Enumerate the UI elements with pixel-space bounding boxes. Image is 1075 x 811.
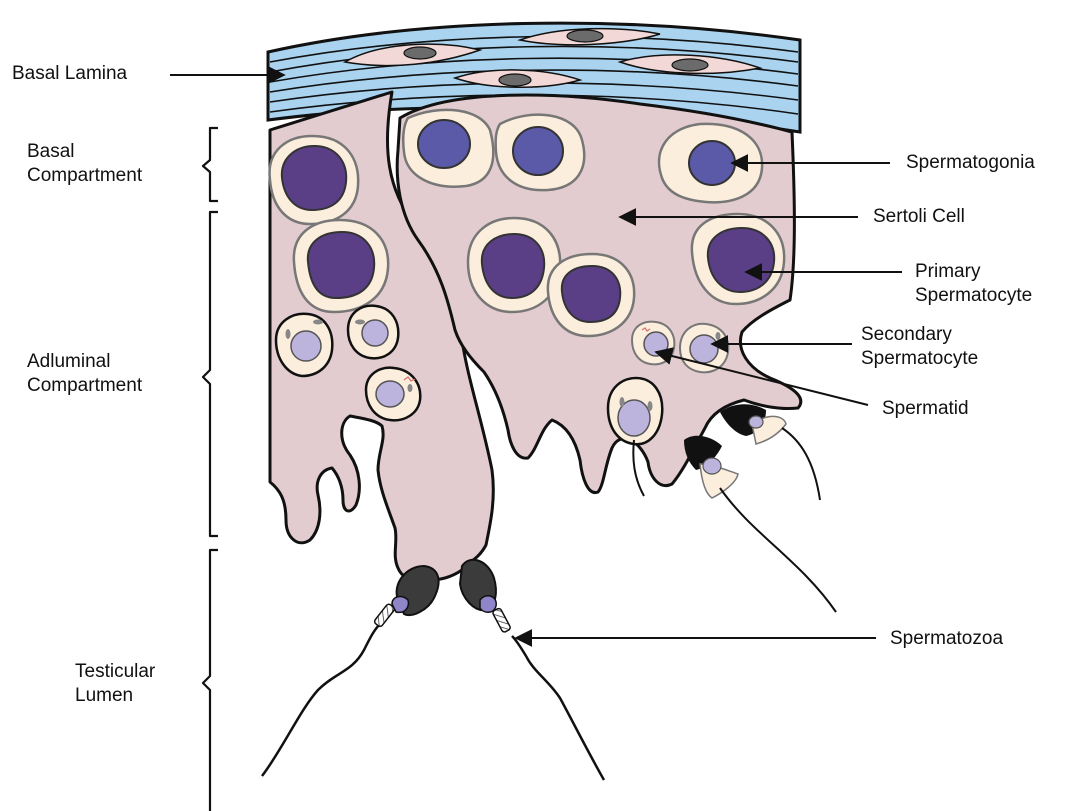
primary-spermatocyte [692,214,784,304]
basal-compartment-line1: Basal [27,140,142,164]
primary-spermatocyte-line2: Spermatocyte [915,284,1032,308]
testicular-lumen-line2: Lumen [75,684,155,708]
basal-lamina-label: Basal Lamina [12,62,127,86]
elongating-spermatid [720,404,820,500]
secondary-spermatocyte [632,322,674,365]
primary-spermatocyte [548,254,634,336]
sertoli-cell-label: Sertoli Cell [873,205,965,229]
secondary-spermatocyte [366,368,420,421]
adluminal-compartment-line2: Compartment [27,374,142,398]
basal-compartment-line2: Compartment [27,164,142,188]
primary-spermatocyte-label: Primary Spermatocyte [915,260,1032,308]
spermatozoa-label: Spermatozoa [890,627,1003,651]
adluminal-compartment-line1: Adluminal [27,350,142,374]
secondary-spermatocyte-label: Secondary Spermatocyte [861,323,978,371]
lumen-brace-icon [203,550,218,811]
primary-spermatocyte [270,136,359,224]
testicular-lumen-line1: Testicular [75,660,155,684]
elongating-spermatid [684,436,836,612]
adluminal-compartment-brace-icon [203,212,218,536]
spermatogonium-cell [403,110,493,187]
spermatozoon [460,560,604,780]
secondary-spermatocyte [276,314,332,376]
secondary-spermatocyte-line1: Secondary [861,323,978,347]
testicular-lumen-label: Testicular Lumen [75,660,155,708]
basal-compartment-label: Basal Compartment [27,140,142,188]
primary-spermatocyte [294,220,388,312]
spermatid-label: Spermatid [882,397,969,421]
primary-spermatocyte-line1: Primary [915,260,1032,284]
spermatozoon [262,566,439,776]
spermatogonia-label: Spermatogonia [906,151,1035,175]
secondary-spermatocyte [348,306,398,359]
adluminal-compartment-label: Adluminal Compartment [27,350,142,398]
primary-spermatocyte [468,218,560,312]
spermatogonium-cell [496,115,585,191]
basal-compartment-brace-icon [203,128,218,201]
secondary-spermatocyte-line2: Spermatocyte [861,347,978,371]
